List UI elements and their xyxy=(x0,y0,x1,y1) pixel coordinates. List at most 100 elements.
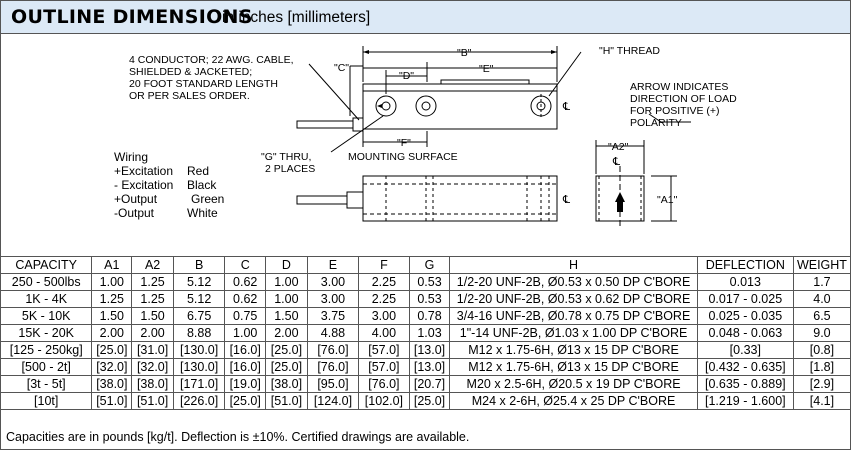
table-cell: 4.00 xyxy=(358,324,410,342)
table-cell: 3/4-16 UNF-2B, Ø0.78 x 0.75 DP C'BORE xyxy=(449,307,698,325)
table-cell: 4.0 xyxy=(792,290,850,308)
g-note-line: 2 PLACES xyxy=(265,163,315,175)
table-cell: 1"-14 UNF-2B, Ø1.03 x 1.00 DP C'BORE xyxy=(449,324,698,342)
cable-note-line: 20 FOOT STANDARD LENGTH xyxy=(129,78,278,90)
wiring-signal: -Output xyxy=(114,206,155,220)
table-cell: 1.00 xyxy=(224,324,267,342)
wiring-signal: +Excitation xyxy=(114,164,174,178)
table-cell: 0.017 - 0.025 xyxy=(696,290,794,308)
table-cell: 0.78 xyxy=(408,307,451,325)
table-cell: 5K - 10K xyxy=(1,307,93,325)
table-cell: [16.0] xyxy=(224,358,267,376)
table-cell: 5.12 xyxy=(172,273,226,291)
table-cell: [102.0] xyxy=(358,392,410,410)
wiring-signal: - Excitation xyxy=(114,178,174,192)
table-row: [125 - 250kg][25.0][31.0][130.0][16.0][2… xyxy=(1,341,850,359)
dim-a2-label: "A2" xyxy=(608,141,629,153)
table-cell: [0.8] xyxy=(792,341,850,359)
table-cell: [226.0] xyxy=(172,392,226,410)
table-cell: [51.0] xyxy=(131,392,174,410)
load-direction-arrow xyxy=(615,192,625,202)
wiring-signal: +Output xyxy=(114,192,158,206)
table-cell: [57.0] xyxy=(358,358,410,376)
wiring-color: Black xyxy=(187,178,217,192)
footnote: Capacities are in pounds [kg/t]. Deflect… xyxy=(6,430,470,444)
table-cell: 1.00 xyxy=(265,290,308,308)
table-cell: [2.9] xyxy=(792,375,850,393)
table-cell: 2.00 xyxy=(265,324,308,342)
wiring-color: White xyxy=(187,206,218,220)
table-cell: [124.0] xyxy=(306,392,360,410)
column-header: F xyxy=(358,256,410,274)
table-cell: 1.50 xyxy=(131,307,174,325)
table-cell: [19.0] xyxy=(224,375,267,393)
table-cell: [13.0] xyxy=(408,358,451,376)
table-cell: 1.00 xyxy=(91,273,133,291)
table-cell: M20 x 2.5-6H, Ø20.5 x 19 DP C'BORE xyxy=(449,375,698,393)
table-cell: 0.62 xyxy=(224,273,267,291)
column-header: E xyxy=(306,256,360,274)
table-cell: 1.50 xyxy=(91,307,133,325)
table-cell: 0.75 xyxy=(224,307,267,325)
table-cell: [13.0] xyxy=(408,341,451,359)
table-cell: [76.0] xyxy=(358,375,410,393)
table-cell: [500 - 2t] xyxy=(1,358,93,376)
table-cell: [25.0] xyxy=(265,341,308,359)
mounting-hole-2 xyxy=(415,95,437,117)
cable-note-line: 4 CONDUCTOR; 22 AWG. CABLE, xyxy=(129,54,294,66)
table-cell: [32.0] xyxy=(131,358,174,376)
column-header: B xyxy=(172,256,226,274)
column-header: DEFLECTION xyxy=(696,256,794,274)
table-cell: 3.00 xyxy=(358,307,410,325)
table-cell: [95.0] xyxy=(306,375,360,393)
table-cell: 1/2-20 UNF-2B, Ø0.53 x 0.50 DP C'BORE xyxy=(449,273,698,291)
mounting-hole-1 xyxy=(375,95,397,117)
table-cell: [125 - 250kg] xyxy=(1,341,93,359)
table-cell: [38.0] xyxy=(131,375,174,393)
wiring-title: Wiring xyxy=(114,150,149,164)
table-cell: [76.0] xyxy=(306,341,360,359)
dimension-drawing: 4 CONDUCTOR; 22 AWG. CABLE, SHIELDED & J… xyxy=(1,34,850,256)
table-cell: 0.013 xyxy=(696,273,794,291)
table-cell: 1.25 xyxy=(131,290,174,308)
table-cell: [51.0] xyxy=(91,392,133,410)
table-cell: [16.0] xyxy=(224,341,267,359)
panel-title: OUTLINE DIMENSIONS xyxy=(11,6,253,28)
table-cell: 9.0 xyxy=(792,324,850,342)
arrow-note-line: ARROW INDICATES xyxy=(630,81,728,93)
table-cell: [32.0] xyxy=(91,358,133,376)
column-header: CAPACITY xyxy=(1,256,93,274)
table-cell: 1.03 xyxy=(408,324,451,342)
table-cell: 1.7 xyxy=(792,273,850,291)
table-cell: [76.0] xyxy=(306,358,360,376)
table-cell: 2.25 xyxy=(358,273,410,291)
table-cell: 1.00 xyxy=(265,273,308,291)
cable-note-line: SHIELDED & JACKETED; xyxy=(129,66,252,78)
table-row: [500 - 2t][32.0][32.0][130.0][16.0][25.0… xyxy=(1,358,850,376)
column-header: H xyxy=(449,256,698,274)
table-cell: 0.53 xyxy=(408,290,451,308)
table-cell: [38.0] xyxy=(91,375,133,393)
column-header: A2 xyxy=(131,256,174,274)
column-header: D xyxy=(265,256,308,274)
table-cell: [3t - 5t] xyxy=(1,375,93,393)
table-cell: 1.25 xyxy=(91,290,133,308)
table-cell: [25.0] xyxy=(224,392,267,410)
table-cell: [31.0] xyxy=(131,341,174,359)
table-cell: 2.25 xyxy=(358,290,410,308)
column-header: A1 xyxy=(91,256,133,274)
cable-note-line: OR PER SALES ORDER. xyxy=(129,90,250,102)
table-cell: 6.5 xyxy=(792,307,850,325)
dim-b-label: "B" xyxy=(457,47,472,59)
table-cell: 3.00 xyxy=(306,290,360,308)
arrow-note-line: DIRECTION OF LOAD xyxy=(630,93,737,105)
table-cell: 1.25 xyxy=(131,273,174,291)
table-cell: 1/2-20 UNF-2B, Ø0.53 x 0.62 DP C'BORE xyxy=(449,290,698,308)
table-cell: 0.62 xyxy=(224,290,267,308)
table-cell: 6.75 xyxy=(172,307,226,325)
table-cell: 8.88 xyxy=(172,324,226,342)
